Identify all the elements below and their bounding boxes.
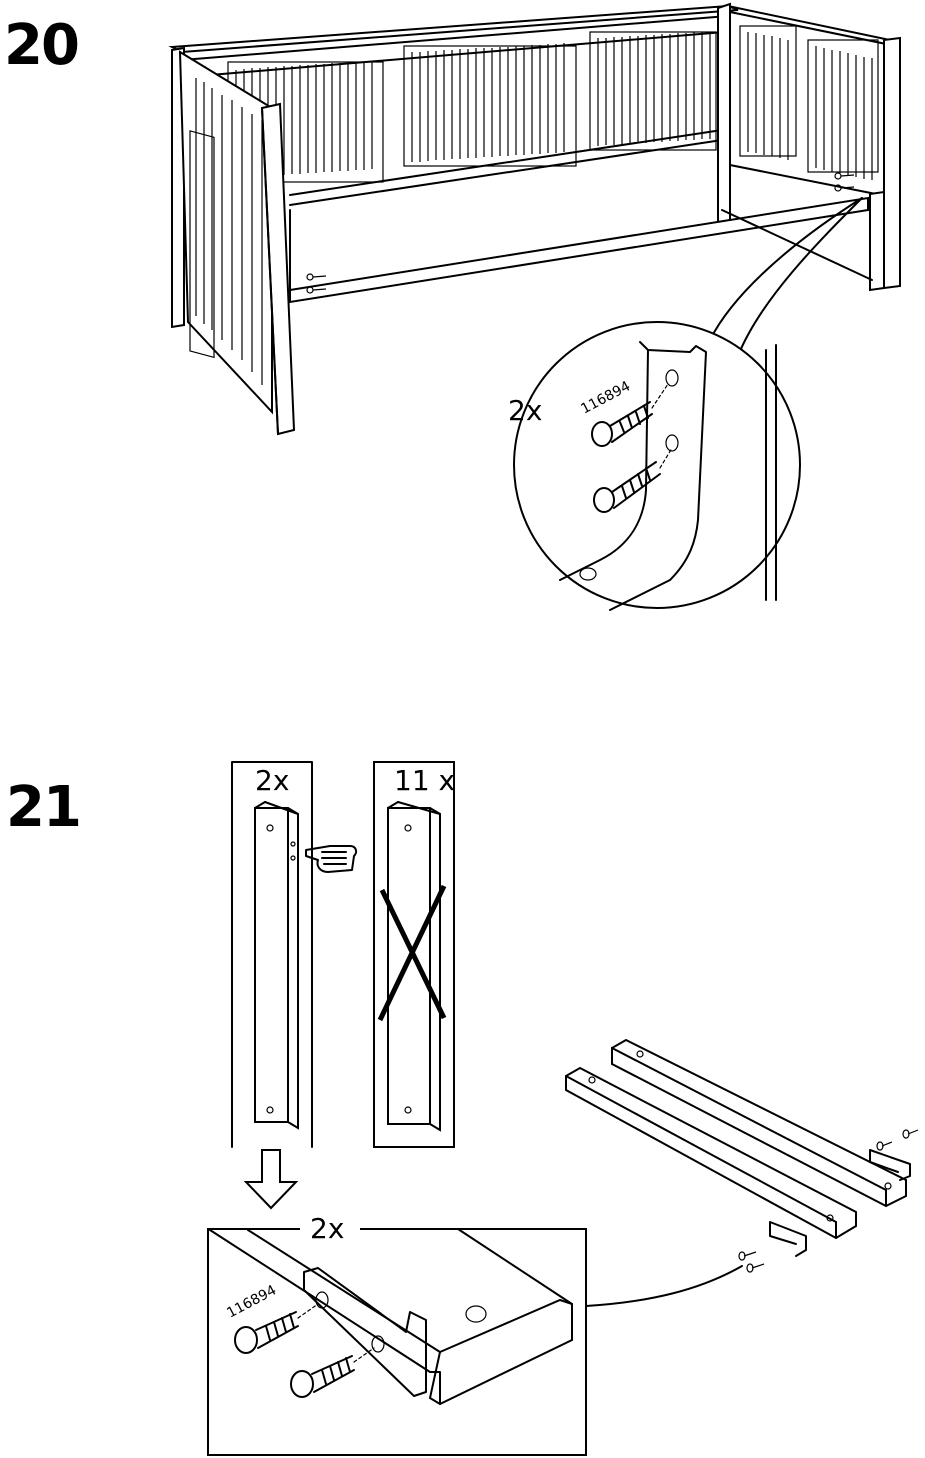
- board-use-quantity: 2x: [255, 764, 289, 797]
- down-arrow-icon: [246, 1150, 296, 1208]
- callout21-quantity: 2x: [310, 1212, 344, 1245]
- board-use-panel: 2x: [232, 762, 356, 1208]
- screw-detail-callout-21: 2x 116894: [208, 1212, 586, 1455]
- board-not-use-quantity: 11 x: [394, 764, 455, 797]
- slat-assembly-illustration: [566, 1040, 918, 1306]
- daybed-frame-illustration: [172, 4, 900, 434]
- screw-detail-callout-20: 2x 116894: [508, 322, 800, 610]
- board-do-not-use-panel: 11 x: [374, 762, 455, 1147]
- callout-quantity: 2x: [508, 394, 542, 427]
- pointing-hand-icon: [306, 846, 356, 872]
